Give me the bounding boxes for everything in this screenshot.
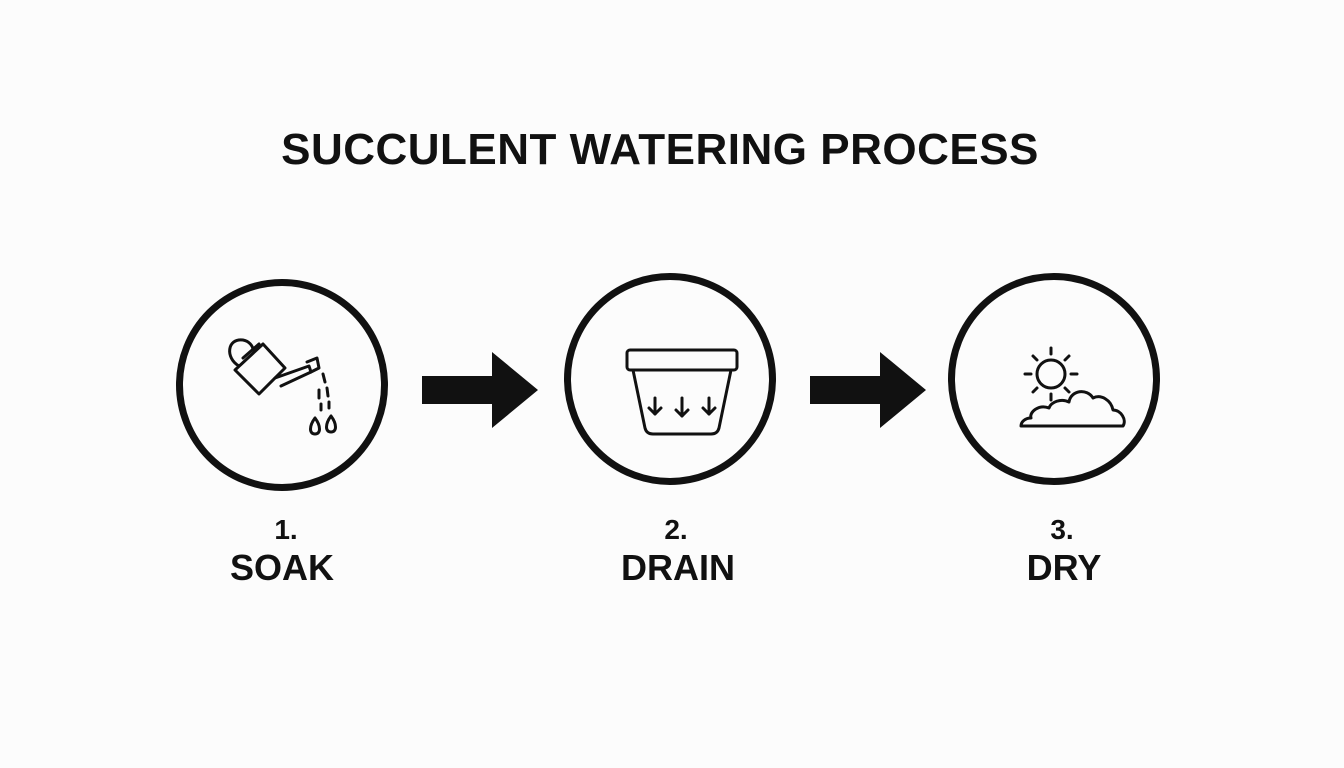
watering-can-icon: [228, 338, 337, 436]
sun-cloud-icon: [1019, 346, 1126, 428]
arrow-right-icon: [810, 352, 926, 428]
step-dry-label: DRY: [1026, 547, 1102, 588]
step-dry-circle: [948, 273, 1160, 485]
step-drain-number: 2.: [664, 514, 688, 545]
arrow-right-icon: [422, 352, 538, 428]
step-soak-number: 1.: [274, 514, 298, 545]
step-soak-circle: [176, 279, 388, 491]
step-drain-circle: [564, 273, 776, 485]
step-drain-label: DRAIN: [621, 547, 735, 588]
pot-drain-icon: [625, 348, 739, 436]
step-soak-label: SOAK: [229, 547, 334, 588]
diagram-title: SUCCULENT WATERING PROCESS: [281, 125, 1039, 174]
step-dry-number: 3.: [1050, 514, 1074, 545]
